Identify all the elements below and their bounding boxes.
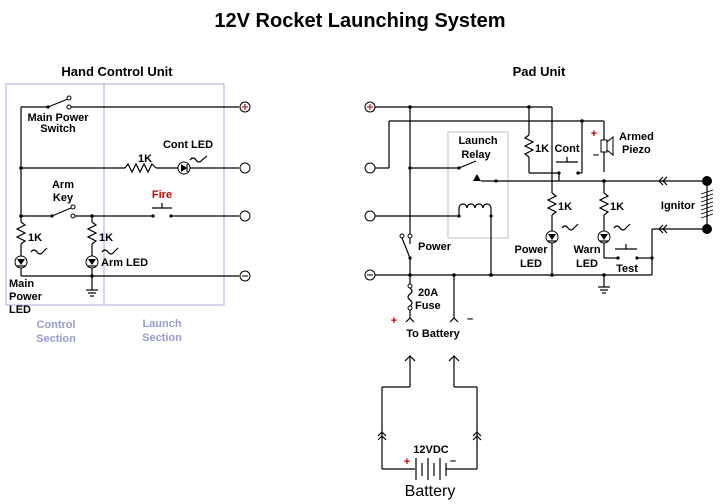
arm-key-switch [51, 207, 72, 217]
to-battery-minus: – [467, 313, 473, 325]
battery-minus: – [450, 455, 456, 467]
piezo-label: Armed [619, 131, 654, 143]
cont-led-label: Cont LED [163, 139, 213, 151]
launch-section-label-2: Section [142, 332, 182, 344]
piezo-label-2: Piezo [622, 144, 651, 156]
ignitor-label: Ignitor [661, 200, 696, 212]
piezo-minus: – [593, 149, 599, 161]
arm-led-resistor [86, 221, 98, 245]
main-led-resistor-value: 1K [28, 232, 42, 244]
relay-label: Launch [458, 135, 497, 147]
battery-circuit: + – 12VDC Battery [377, 355, 482, 500]
battery-plus: + [404, 456, 410, 468]
warn-led-resistor-value: 1K [610, 201, 624, 213]
main-led-label-3: LED [9, 304, 31, 316]
arm-led-label: Arm LED [101, 257, 148, 269]
to-battery-label: To Battery [406, 328, 460, 340]
arm-key-label: Arm [52, 179, 74, 191]
power-switch [401, 237, 411, 259]
relay-coil [458, 203, 492, 209]
hand-unit-title: Hand Control Unit [61, 64, 173, 79]
cont-resistor [124, 162, 157, 174]
battery-symbol [415, 458, 447, 480]
main-led-resistor [15, 221, 27, 245]
warn-led-label: Warn [573, 244, 600, 256]
fuse-rating: 20A [418, 287, 438, 299]
hand-control-unit: Hand Control Unit Main Power Switch 1K C… [5, 64, 251, 345]
control-section-label: Control [36, 319, 75, 331]
pad-cont-resistor-value: 1K [535, 143, 549, 155]
hand-cont-terminal [239, 162, 251, 174]
battery-label: Battery [405, 483, 456, 500]
control-section-label-2: Section [36, 333, 76, 345]
hand-fire-terminal [239, 210, 251, 222]
armed-piezo [600, 139, 608, 153]
arm-led-resistor-value: 1K [99, 232, 113, 244]
cont-resistor-value: 1K [138, 153, 152, 165]
pad-fire-terminal [364, 210, 376, 222]
fuse [407, 287, 413, 307]
hand-unit-box [5, 83, 225, 306]
main-power-switch [47, 98, 69, 108]
fuse-label: Fuse [415, 300, 441, 312]
pad-cont-resistor [523, 134, 535, 158]
battery-voltage: 12VDC [413, 444, 449, 456]
arm-key-label-2: Key [53, 192, 74, 204]
main-switch-label-2: Switch [40, 123, 76, 135]
warn-led-resistor [598, 192, 610, 216]
launch-relay [447, 131, 509, 239]
power-led-label-2: LED [520, 258, 542, 270]
cont-button-label: Cont [554, 143, 579, 155]
test-button-label: Test [616, 263, 638, 275]
diagram-title: 12V Rocket Launching System [214, 10, 505, 32]
main-switch-label: Main Power [27, 112, 89, 124]
fire-label: Fire [152, 189, 172, 201]
relay-label-2: Relay [461, 149, 491, 161]
power-led-label: Power [514, 244, 548, 256]
main-led-label-2: Power [9, 291, 43, 303]
to-battery-plus: + [391, 315, 397, 327]
power-led-resistor-value: 1K [558, 201, 572, 213]
pad-unit: Pad Unit Launch Relay [364, 64, 714, 340]
main-led-label: Main [9, 278, 34, 290]
power-switch-label: Power [418, 241, 452, 253]
power-led-resistor [546, 192, 558, 216]
pad-unit-title: Pad Unit [513, 64, 566, 79]
warn-led-label-2: LED [576, 258, 598, 270]
launch-section-label: Launch [142, 318, 181, 330]
piezo-plus: + [591, 128, 597, 140]
pad-cont-terminal [364, 162, 376, 174]
